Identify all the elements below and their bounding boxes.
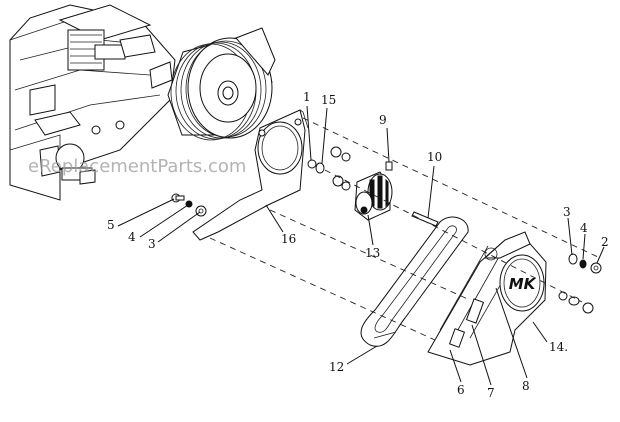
callout-14: 14.	[549, 340, 568, 354]
callout-5: 5	[107, 218, 115, 232]
watermark-text: eReplacementParts.com	[28, 156, 246, 177]
drive-pulley	[167, 27, 276, 141]
leader-lines	[117, 105, 605, 386]
callout-13: 13	[365, 246, 380, 260]
alignment-lines	[209, 117, 601, 341]
callout-9: 9	[379, 113, 387, 127]
hardware-right	[558, 253, 602, 314]
belt-guard-14	[427, 231, 547, 366]
callout-15: 15	[321, 93, 336, 107]
callout-4: 4	[128, 230, 136, 244]
machine-frame	[9, 4, 176, 201]
callout-6: 6	[457, 383, 465, 397]
cover-bracket-16	[192, 109, 309, 241]
callout-4-right: 4	[580, 221, 588, 235]
belt-12	[360, 216, 469, 347]
callout-7: 7	[487, 386, 495, 400]
callout-12: 12	[329, 360, 344, 374]
key-10	[411, 211, 439, 227]
callout-3-right: 3	[563, 205, 571, 219]
callout-10: 10	[427, 150, 442, 164]
small-pulley-13	[354, 161, 393, 221]
callout-1: 1	[303, 90, 311, 104]
callout-2: 2	[601, 235, 609, 249]
callout-8: 8	[522, 379, 530, 393]
mk-logo: MK	[509, 275, 537, 293]
hardware-left	[171, 146, 351, 217]
callout-3: 3	[148, 237, 156, 251]
callout-16: 16	[281, 232, 296, 246]
